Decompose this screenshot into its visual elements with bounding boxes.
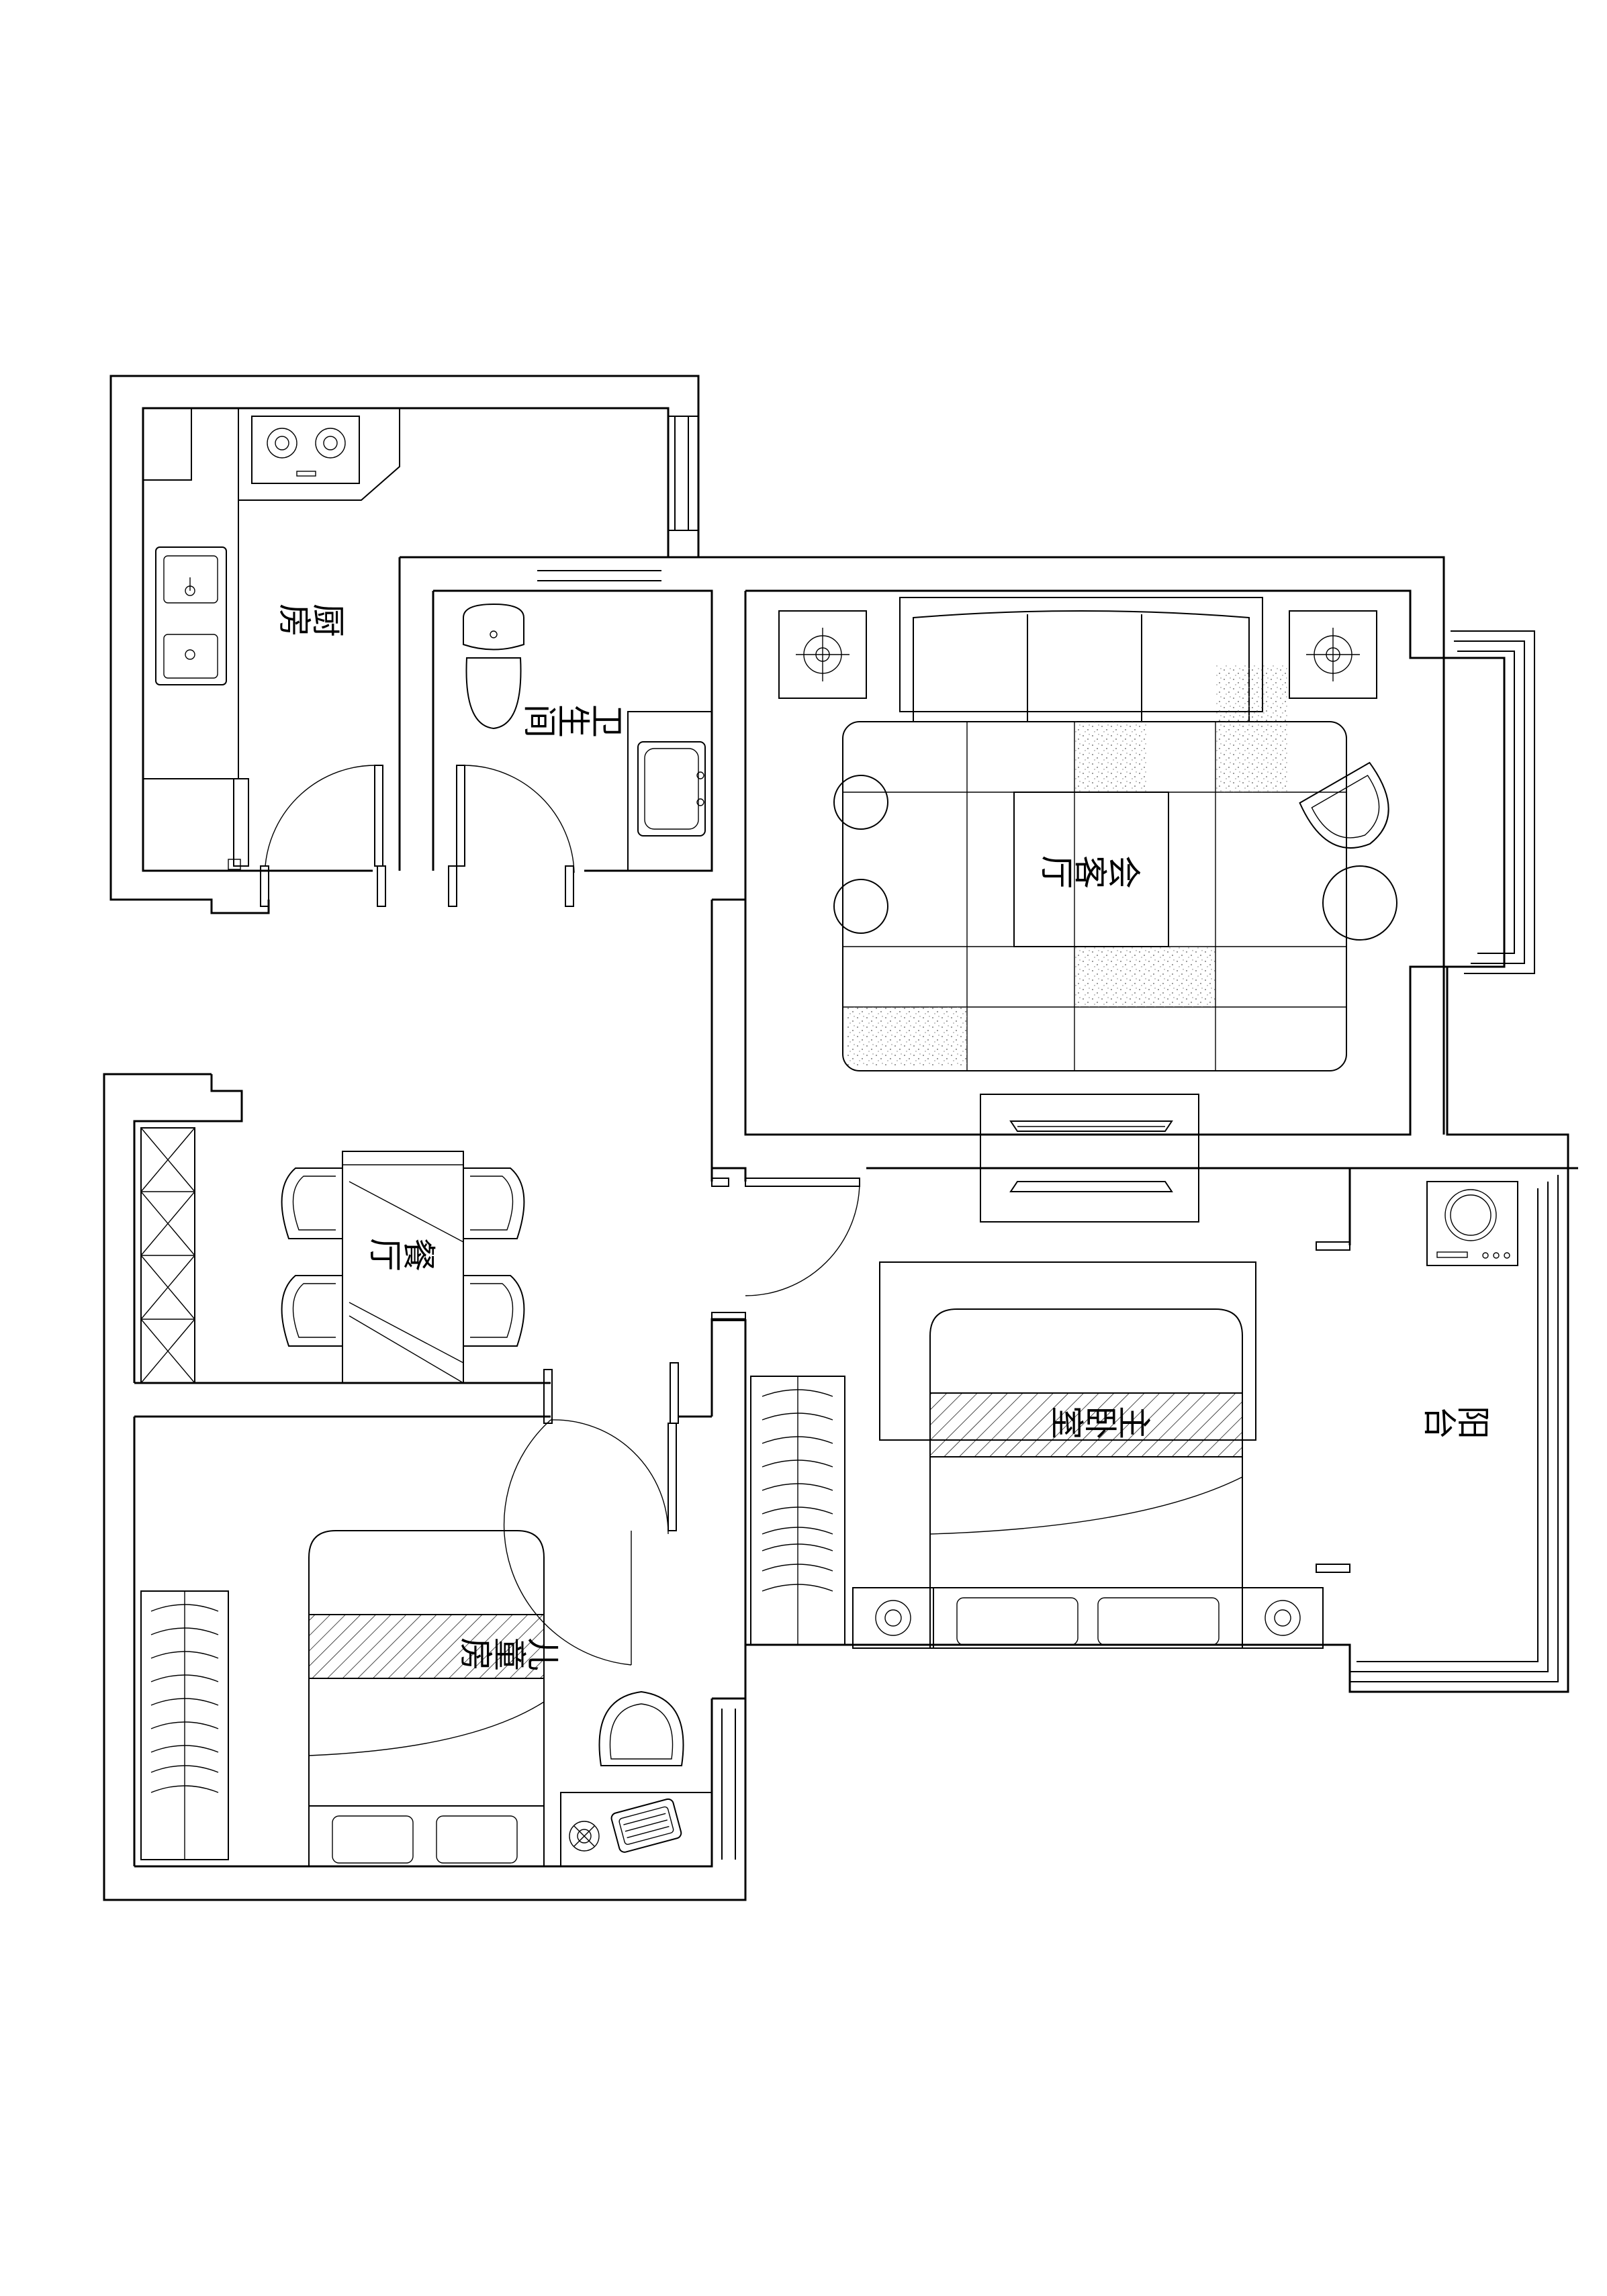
living-room-furniture [778, 597, 1397, 1223]
balcony-fixtures [1426, 1181, 1518, 1266]
dining-table [342, 1151, 464, 1384]
children-window [721, 1709, 736, 1860]
doors [260, 765, 1350, 1666]
chair [463, 1167, 525, 1239]
kitchen-sink [155, 546, 227, 685]
kitchen-furniture [143, 408, 400, 870]
kitchen-door [260, 765, 386, 907]
chair [281, 1275, 342, 1347]
living-room-label: 会客厅 [1041, 850, 1142, 889]
kitchen-window [668, 416, 698, 531]
ottoman [1322, 865, 1397, 941]
toilet-tank [463, 603, 524, 651]
laundry-basket [610, 1798, 682, 1853]
refrigerator-door [233, 778, 249, 867]
room-labels: 厨房 卫生间 会客厅 餐厅 主卧室 阳台 儿童房 [279, 598, 1491, 1671]
master-bedroom-furniture [750, 1261, 1324, 1649]
balcony-door [1316, 1241, 1350, 1573]
bathroom-door [448, 765, 575, 907]
gas-stove [251, 416, 360, 484]
washbasin [637, 741, 706, 836]
coffee-table [1013, 792, 1169, 947]
tv [1009, 1120, 1173, 1132]
end-table-right [1289, 610, 1377, 699]
tv-cabinet [980, 1094, 1199, 1223]
kitchen-label: 厨房 [279, 598, 346, 637]
tv [1009, 1181, 1173, 1192]
dining-furniture [140, 1127, 525, 1384]
bathroom-fixtures [463, 603, 712, 871]
balcony-window [1350, 1175, 1559, 1682]
children-room-door [503, 1362, 679, 1666]
nightstand [852, 1587, 934, 1649]
nightstand [1242, 1587, 1324, 1649]
windows [537, 416, 1559, 1860]
washing-machine [1426, 1181, 1518, 1266]
double-bed [929, 1308, 1243, 1648]
armchair [1299, 761, 1389, 849]
children-room-furniture [140, 1530, 713, 1867]
dining-room-label: 餐厅 [369, 1233, 437, 1272]
walls [103, 375, 1578, 1901]
chair [463, 1275, 525, 1347]
ottoman [833, 775, 888, 830]
living-room-window [1451, 630, 1535, 974]
single-bed [308, 1530, 545, 1866]
bathroom-label: 卫生间 [524, 699, 625, 738]
toilet-bowl [465, 657, 522, 730]
master-bedroom-label: 主卧室 [1051, 1400, 1152, 1439]
balcony-label: 阳台 [1424, 1400, 1491, 1439]
desk [560, 1792, 713, 1867]
chair [281, 1167, 342, 1239]
desk-chair [598, 1690, 684, 1766]
end-table-left [778, 610, 867, 699]
bathroom-window [537, 570, 661, 581]
ottoman [833, 879, 888, 934]
master-bedroom-door [711, 1178, 860, 1321]
children-room-label: 儿童房 [460, 1632, 561, 1671]
